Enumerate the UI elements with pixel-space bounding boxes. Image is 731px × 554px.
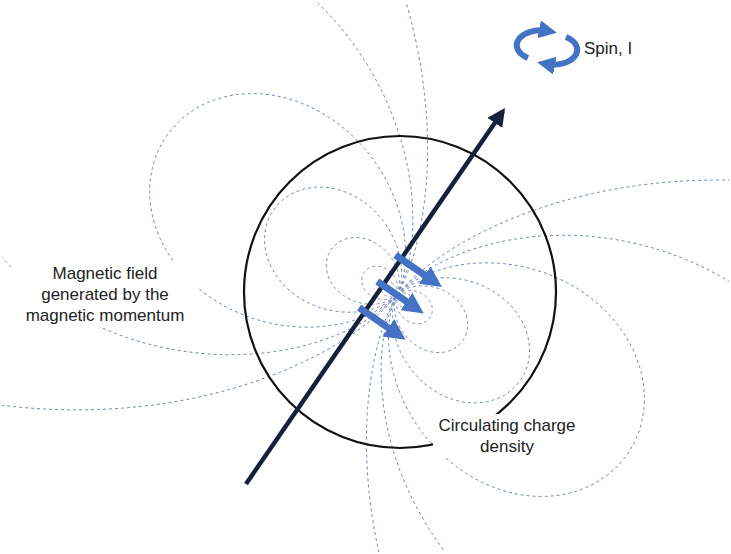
nucleus-outline [244,136,556,448]
field-line [264,187,401,312]
current-arrow [395,255,433,281]
field-line [388,263,644,497]
charge-label: Circulating charge density [433,414,581,458]
spin-label: Spin, I [581,37,635,60]
current-arrow [359,308,397,334]
field-line [395,286,468,353]
field-label: Magnetic field generated by the magnetic… [12,262,198,327]
field-line [2,2,428,410]
field-line [2,2,413,355]
field-line [392,278,529,403]
current-arrow [377,281,415,307]
spin-icon [517,30,577,64]
field-line [326,237,399,304]
circulating-arrows [359,255,433,334]
field-line [366,180,729,552]
